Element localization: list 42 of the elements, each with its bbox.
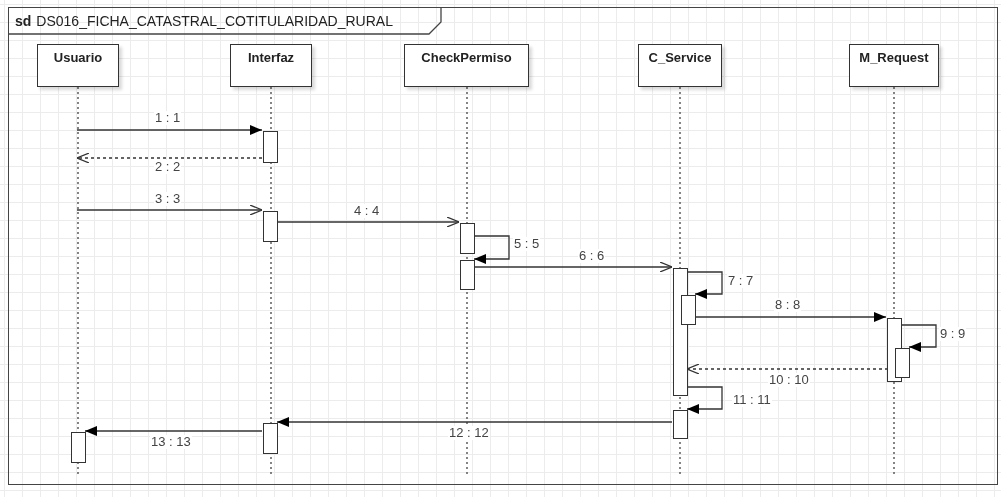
message-label: 4 : 4	[353, 204, 381, 218]
message-arrow	[276, 216, 460, 228]
message-arrow	[473, 235, 510, 264]
message-label: 8 : 8	[774, 298, 802, 312]
message-arrow	[84, 426, 263, 436]
message-arrow	[686, 271, 723, 299]
lifeline-head: M_Request	[849, 44, 939, 87]
message-label: 3 : 3	[154, 192, 182, 206]
message-label: 10 : 10	[768, 373, 810, 387]
lifeline-head: CheckPermiso	[404, 44, 529, 87]
lifeline-head: Interfaz	[230, 44, 312, 87]
message-label: 7 : 7	[727, 274, 755, 288]
activation-bar	[263, 423, 278, 454]
activation-bar	[673, 410, 688, 439]
message-arrow	[686, 386, 723, 414]
message-arrow	[473, 261, 673, 273]
activation-bar	[460, 260, 475, 290]
frame	[8, 7, 998, 485]
return-message-arrow	[76, 152, 263, 164]
activation-bar	[895, 348, 910, 378]
message-arrow	[900, 324, 937, 352]
frame-kind: sd	[15, 13, 32, 29]
message-label: 9 : 9	[939, 327, 967, 341]
message-label: 1 : 1	[154, 111, 182, 125]
frame-title: DS016_FICHA_CATASTRAL_COTITULARIDAD_RURAL	[36, 13, 393, 29]
message-label: 6 : 6	[578, 249, 606, 263]
message-arrow	[76, 204, 263, 216]
lifeline-head: Usuario	[37, 44, 119, 87]
activation-bar	[681, 295, 696, 325]
activation-bar	[263, 211, 278, 242]
message-label: 11 : 11	[732, 393, 772, 407]
message-arrow	[694, 312, 887, 322]
activation-bar	[263, 131, 278, 163]
message-arrow	[76, 125, 263, 135]
activation-bar	[71, 432, 86, 463]
message-label: 2 : 2	[154, 160, 182, 174]
message-label: 12 : 12	[448, 426, 490, 440]
message-label: 13 : 13	[150, 435, 192, 449]
message-arrow	[276, 417, 673, 427]
activation-bar	[460, 223, 475, 254]
lifeline-head: C_Service	[638, 44, 722, 87]
message-label: 5 : 5	[513, 237, 541, 251]
